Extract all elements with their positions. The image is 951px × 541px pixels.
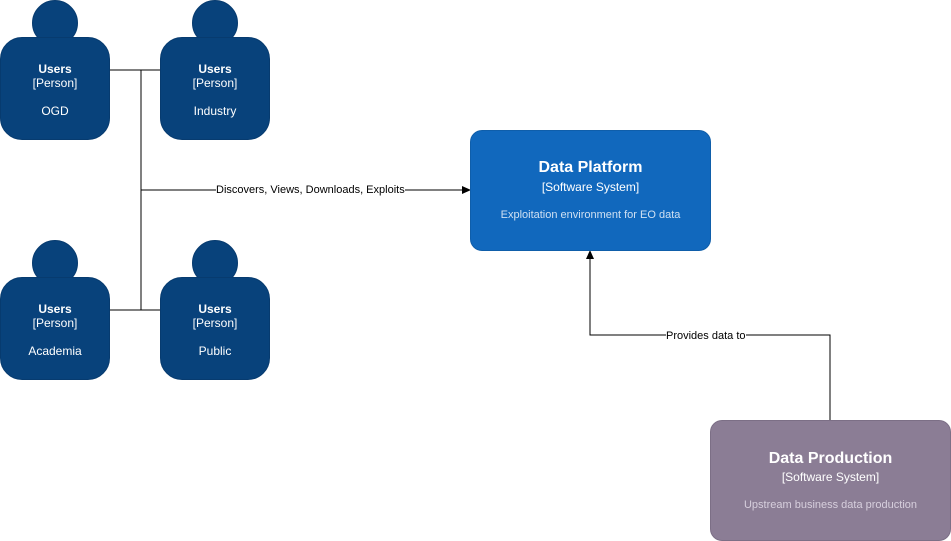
person-body: Users [Person] OGD: [0, 37, 110, 140]
users-connector: [110, 69, 470, 311]
person-label: Public: [198, 344, 232, 358]
person-ogd[interactable]: Users [Person] OGD: [0, 0, 110, 140]
person-title: Users: [198, 302, 232, 316]
person-type: [Person]: [192, 76, 238, 90]
users-edge-label: Discovers, Views, Downloads, Exploits: [216, 184, 405, 197]
person-title: Users: [198, 62, 232, 76]
production-edge-label: Provides data to: [666, 330, 746, 343]
person-public[interactable]: Users [Person] Public: [160, 240, 270, 380]
data-production-system[interactable]: Data Production [Software System] Upstre…: [710, 420, 951, 541]
person-title: Users: [38, 302, 72, 316]
system-type: [Software System]: [541, 180, 640, 194]
person-type: [Person]: [32, 76, 78, 90]
person-label: OGD: [41, 104, 69, 118]
person-body: Users [Person] Industry: [160, 37, 270, 140]
system-name: Data Platform: [538, 159, 643, 176]
system-description: Exploitation environment for EO data: [500, 209, 681, 221]
system-description: Upstream business data production: [743, 499, 918, 511]
person-body: Users [Person] Public: [160, 277, 270, 380]
data-platform-system[interactable]: Data Platform [Software System] Exploita…: [470, 130, 711, 251]
person-industry[interactable]: Users [Person] Industry: [160, 0, 270, 140]
system-name: Data Production: [768, 450, 893, 467]
person-body: Users [Person] Academia: [0, 277, 110, 380]
person-type: [Person]: [192, 316, 238, 330]
system-type: [Software System]: [781, 470, 880, 484]
person-academia[interactable]: Users [Person] Academia: [0, 240, 110, 380]
person-type: [Person]: [32, 316, 78, 330]
person-title: Users: [38, 62, 72, 76]
person-label: Academia: [28, 344, 82, 358]
person-label: Industry: [193, 104, 237, 118]
